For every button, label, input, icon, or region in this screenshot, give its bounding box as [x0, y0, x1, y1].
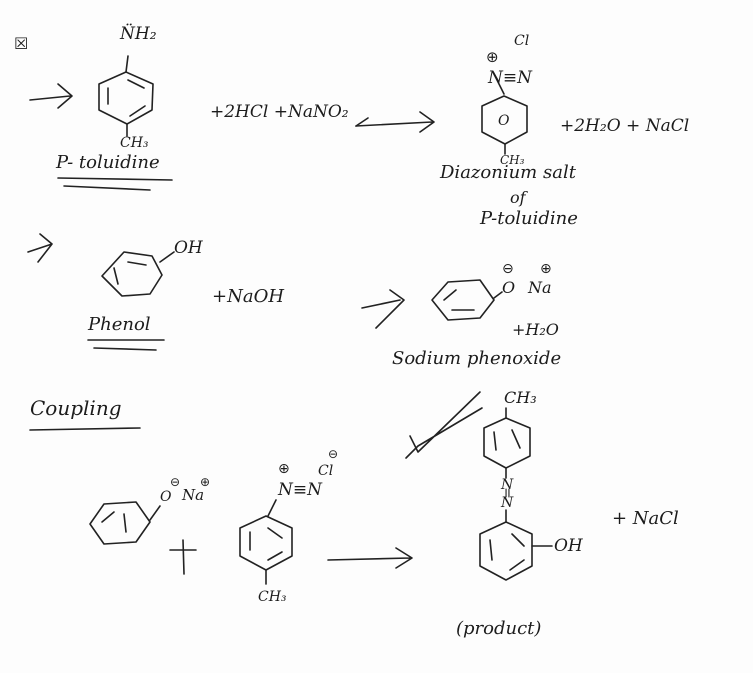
naoh-reagent-label: +NaOH	[212, 286, 285, 307]
ring-inner-bond	[443, 289, 457, 301]
diazonium-group-label: N≡N	[488, 68, 532, 88]
ring-inner-bond	[127, 261, 147, 266]
sodium-plus-charge: ⊕	[540, 261, 552, 277]
p-toluidine-structure	[98, 55, 154, 137]
bond-o-ring	[493, 291, 503, 299]
coupling-heading: Coupling	[30, 396, 122, 420]
chloride-label: Cl	[514, 33, 530, 49]
underline-p-toluidine	[57, 177, 173, 191]
diazonium-methyl-label: CH₃	[258, 589, 287, 605]
byproducts-label: +2H₂O + NaCl	[560, 116, 690, 136]
phenoxide-oxygen-label: O	[160, 489, 172, 505]
reaction-arrow-2	[361, 289, 405, 329]
water-label: +H₂O	[512, 320, 559, 339]
phenoxide-reactant-structure	[89, 501, 161, 545]
product-label: (product)	[456, 618, 542, 639]
reagents-label: +2HCl +NaNO₂	[210, 102, 349, 122]
ring-inner-bond	[267, 551, 283, 561]
diazonium-salt-structure	[481, 73, 528, 155]
benzene-ring-upper	[483, 417, 531, 469]
product-methyl-label: CH₃	[504, 388, 537, 407]
phenol-oh-label: OH	[174, 238, 203, 258]
p-toluidine-name-2: P-toluidine	[480, 208, 578, 229]
phenol-structure	[101, 251, 175, 297]
underline-coupling	[29, 427, 141, 431]
check-mark-icon	[405, 391, 483, 459]
benzene-ring	[431, 279, 495, 321]
ring-inner-bond	[509, 559, 525, 571]
azo-nitrogen-1: N	[501, 477, 514, 493]
bond-oh	[159, 251, 175, 263]
checkbox-marker: ☒	[14, 34, 29, 53]
bond-diazonium	[267, 499, 277, 517]
phenoxide-oxygen-label: O	[502, 278, 516, 297]
bullet-arrow-1	[29, 83, 73, 109]
ring-inner-bond	[493, 431, 497, 451]
ring-inner-bond	[113, 267, 119, 285]
ring-inner-bond	[129, 105, 146, 117]
diazonium-group-label: N≡N	[278, 480, 322, 500]
chloride-minus-charge: ⊖	[328, 447, 339, 461]
sodium-phenoxide-name: Sodium phenoxide	[392, 348, 562, 369]
ring-inner-bond	[127, 79, 145, 89]
diazonium-salt-name: Diazonium salt	[440, 162, 576, 183]
phenol-name: Phenol	[88, 314, 151, 335]
ring-center-label: O	[498, 113, 510, 129]
diazonium-plus-charge: ⊕	[278, 461, 290, 477]
diazonium-plus-charge: ⊕	[486, 48, 499, 66]
azo-product-structure	[479, 407, 553, 581]
sodium-label: Na	[182, 486, 205, 504]
ring-inner-bond	[489, 539, 493, 561]
benzene-ring	[98, 71, 154, 125]
methyl-label: CH₃	[120, 135, 149, 151]
benzene-ring	[89, 501, 151, 545]
phenoxide-minus-charge: ⊖	[170, 475, 181, 489]
diazonium-reactant-structure	[239, 499, 293, 585]
amine-group-label: N̈H₂	[120, 24, 157, 44]
bond-amine	[125, 55, 129, 73]
bond-diazonium	[493, 73, 505, 95]
chloride-label: Cl	[318, 463, 334, 479]
bullet-arrow-2	[27, 233, 53, 263]
ring-inner-bond	[267, 527, 283, 539]
product-oh-label: OH	[554, 536, 583, 556]
benzene-ring-lower	[479, 521, 533, 581]
of-label: of	[510, 188, 526, 207]
p-toluidine-name: P- toluidine	[56, 152, 160, 173]
plus-sign-drawn	[169, 539, 197, 575]
sodium-phenoxide-structure	[431, 279, 503, 321]
bond-o-ring	[149, 505, 161, 521]
azo-nitrogen-2: N	[501, 495, 514, 511]
benzene-ring	[239, 515, 293, 571]
sodium-label: Na	[528, 278, 552, 297]
ring-inner-bond	[123, 513, 127, 533]
sodium-plus-charge: ⊕	[200, 475, 211, 489]
benzene-ring	[101, 251, 163, 297]
phenoxide-minus-charge: ⊖	[502, 261, 514, 277]
diazonium-methyl-label: CH₃	[500, 153, 525, 167]
underline-phenol	[87, 339, 165, 351]
ring-inner-bond	[101, 511, 115, 523]
reaction-arrow-3	[327, 547, 413, 569]
nacl-byproduct-label: + NaCl	[612, 508, 679, 529]
ring-inner-bond	[511, 429, 521, 449]
reaction-arrow-1	[355, 111, 435, 133]
reaction-arrow-1-back	[355, 117, 369, 127]
ring-inner-bond	[511, 533, 525, 547]
